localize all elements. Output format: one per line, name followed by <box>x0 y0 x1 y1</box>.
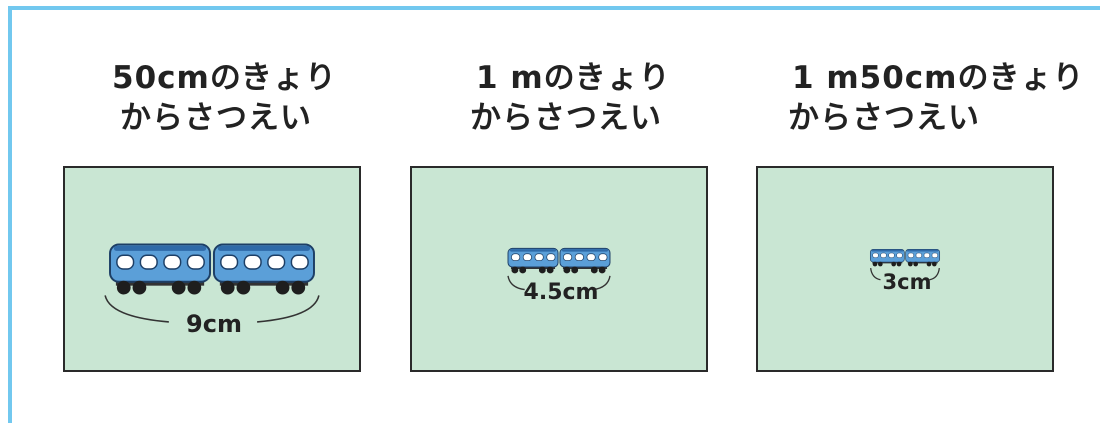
train-window <box>574 253 584 262</box>
caption-1m50cm: 1 m50cmのきょり からさつえい <box>788 58 1085 138</box>
train-window <box>186 254 205 270</box>
train-window <box>923 252 930 258</box>
train-roof <box>113 245 207 251</box>
train-wheel <box>913 261 919 267</box>
train-wheel <box>563 266 571 274</box>
photo-1m50cm: 3cm <box>756 166 1054 372</box>
train-body <box>559 247 611 268</box>
measurement-label: 9cm <box>186 310 242 338</box>
train-icon <box>869 249 941 267</box>
train-window <box>267 254 286 270</box>
train-wheel <box>187 280 202 295</box>
train-window <box>931 252 938 258</box>
train-wheel <box>546 266 554 274</box>
train-body <box>507 247 559 268</box>
caption-line: 1 m50cmのきょり <box>792 60 1085 96</box>
train-car-front <box>109 243 212 295</box>
train-roof <box>871 249 903 252</box>
train-roof <box>217 245 311 251</box>
train-window <box>220 254 239 270</box>
train-wheel <box>220 280 235 295</box>
photo-1m: 4.5cm <box>410 166 708 372</box>
train-window <box>116 254 135 270</box>
train-window <box>915 252 922 258</box>
train-window <box>563 253 573 262</box>
train-wheel <box>590 266 598 274</box>
train-body <box>905 249 941 263</box>
caption-line: からさつえい <box>788 100 980 136</box>
train-window <box>534 253 544 262</box>
train-body <box>212 243 315 283</box>
train-wheel <box>877 261 883 267</box>
train-wheel <box>171 280 186 295</box>
train-wheel <box>236 280 251 295</box>
train-body <box>869 249 905 263</box>
train-wheel <box>291 280 306 295</box>
measurement-label: 3cm <box>882 270 932 294</box>
train-body <box>109 243 212 283</box>
train-window <box>896 252 903 258</box>
train-icon <box>507 247 611 274</box>
train-wheel <box>511 266 519 274</box>
train-roof <box>907 249 939 252</box>
train-wheel <box>932 261 937 267</box>
train-window <box>598 253 608 262</box>
caption-50cm: 50cmのきょり からさつえい <box>112 58 337 138</box>
train-window <box>872 252 879 258</box>
train-wheel <box>598 266 606 274</box>
train-wheel <box>116 280 131 295</box>
measurement-bracket <box>104 295 320 323</box>
train-window <box>907 252 914 258</box>
train <box>507 247 611 274</box>
train-wheel <box>275 280 290 295</box>
train <box>869 249 941 267</box>
train <box>109 243 315 295</box>
train-wheel <box>538 266 546 274</box>
train-window <box>586 253 596 262</box>
train-wheel <box>896 261 902 267</box>
train-window <box>522 253 532 262</box>
caption-line: からさつえい <box>470 100 662 136</box>
train-wheel <box>519 266 527 274</box>
train-window <box>511 253 521 262</box>
train-wheel <box>872 261 878 267</box>
train-wheel <box>891 261 896 267</box>
train-wheel <box>132 280 147 295</box>
caption-line: からさつえい <box>120 100 312 136</box>
train-car-rear <box>905 249 941 267</box>
train-window <box>546 253 556 262</box>
train-car-front <box>869 249 905 267</box>
caption-1m: 1 mのきょり からさつえい <box>470 58 671 138</box>
train-wheel <box>926 261 932 267</box>
measurement-bracket <box>870 267 940 281</box>
train-icon <box>109 243 315 295</box>
photo-50cm: 9cm <box>63 166 361 372</box>
train-car-rear <box>212 243 315 295</box>
train-roof <box>509 249 557 252</box>
caption-line: 50cmのきょり <box>112 60 337 96</box>
measurement-label: 4.5cm <box>523 280 599 305</box>
train-window <box>888 252 895 258</box>
measurement-bracket <box>507 275 611 291</box>
caption-line: 1 mのきょり <box>476 60 671 96</box>
frame-top-border <box>8 6 1100 10</box>
train-window <box>880 252 887 258</box>
train-roof <box>561 249 609 252</box>
train-wheel <box>571 266 579 274</box>
train-car-front <box>507 247 559 274</box>
train-window <box>139 254 158 270</box>
train-wheel <box>908 261 913 267</box>
train-window <box>290 254 309 270</box>
frame-left-border <box>8 6 12 423</box>
train-window <box>243 254 262 270</box>
train-window <box>163 254 182 270</box>
train-car-rear <box>559 247 611 274</box>
